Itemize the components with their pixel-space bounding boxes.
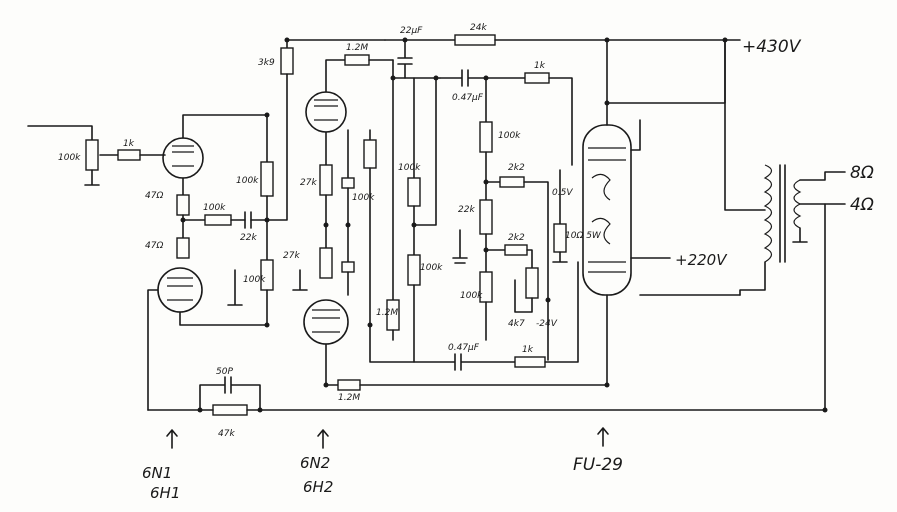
label-r-10-5w: 10Ω 5W xyxy=(565,231,602,241)
tube-6n2-lower xyxy=(292,224,606,391)
bias-network xyxy=(452,77,568,361)
label-out-4-ohm: 4Ω xyxy=(850,195,874,215)
resistor-1m2-bottom xyxy=(337,379,361,391)
resistor-100k-a xyxy=(204,214,232,226)
input-potentiometer xyxy=(85,139,99,171)
resistor-24k xyxy=(454,34,496,46)
label-r-3k9: 3k9 xyxy=(258,58,275,68)
label-r-100k-a: 100k xyxy=(203,203,226,213)
label-tube2-b: 6H2 xyxy=(303,478,333,496)
label-r-fb: 47k xyxy=(218,429,235,439)
resistor-27k-b xyxy=(319,247,333,279)
feedback-resistor xyxy=(212,404,248,416)
label-r-1m2-top: 1.2M xyxy=(346,43,368,53)
resistor-2k2-b xyxy=(504,244,528,256)
label-r-100k-c: 100k xyxy=(243,275,266,285)
plate-resistor-100k xyxy=(260,161,274,197)
resistor-1k-bottom xyxy=(514,356,546,368)
resistor-100k-e xyxy=(407,177,421,207)
label-screen-voltage: +220V xyxy=(675,251,728,269)
label-r-100k-b: 100k xyxy=(236,176,259,186)
label-r-100k-g: 100k xyxy=(498,131,521,141)
label-r-100k-e: 100k xyxy=(398,163,421,173)
resistor-3k9 xyxy=(280,47,294,75)
bypass-cap-lower xyxy=(341,261,355,273)
label-c-047-bot: 0.47μF xyxy=(448,343,480,353)
supply-rail xyxy=(369,34,741,371)
label-b-plus: +430V xyxy=(742,37,802,57)
label-r-2k2-b: 2k2 xyxy=(508,233,525,243)
label-r-100k-f: 100k xyxy=(420,263,443,273)
label-r-1m2-c: 1.2M xyxy=(376,308,398,318)
label-c-047-top: 0.47μF xyxy=(452,93,484,103)
label-tube1-a: 6N1 xyxy=(142,464,172,482)
label-tube3: FU-29 xyxy=(573,455,623,475)
label-r-24k: 24k xyxy=(470,23,487,33)
label-r-1k-top: 1k xyxy=(534,61,546,71)
label-r-22k-b: 22k xyxy=(458,205,475,215)
potentiometer-4k7 xyxy=(525,267,539,299)
cathode-resistor-2 xyxy=(176,237,190,259)
label-r-100k-h: 100k xyxy=(460,291,483,301)
label-cathode-voltage: 0.5V xyxy=(552,188,573,198)
label-r-in-pot: 100k xyxy=(58,153,81,163)
label-r-4k7: 4k7 xyxy=(508,319,525,329)
tube-6n1-lower xyxy=(147,219,269,411)
label-r-2k2-a: 2k2 xyxy=(508,163,525,173)
resistor-1m2-top xyxy=(344,54,370,66)
label-tube1-b: 6H1 xyxy=(150,484,180,502)
bypass-cap-upper xyxy=(341,177,355,189)
label-r-22k: 22k xyxy=(240,233,257,243)
grid-stopper-resistor xyxy=(117,149,141,161)
cathode-resistor-1 xyxy=(176,194,190,216)
pointer-arrows xyxy=(166,427,609,449)
label-r-k2: 47Ω xyxy=(145,241,163,251)
interstage-network xyxy=(204,39,386,326)
label-r-27k-b: 27k xyxy=(283,251,300,261)
label-r-100k-d: 100k xyxy=(352,193,375,203)
label-r-1k-bot: 1k xyxy=(522,345,534,355)
input-wiring xyxy=(27,125,166,186)
resistor-27k xyxy=(319,164,333,196)
resistor-100k-g xyxy=(479,121,493,153)
label-r-k1: 47Ω xyxy=(145,191,163,201)
label-r-27k: 27k xyxy=(300,178,317,188)
resistor-22k-b xyxy=(479,199,493,235)
label-c-fb: 50P xyxy=(216,367,233,377)
label-r-grid: 1k xyxy=(123,139,135,149)
tube-fu29 xyxy=(582,39,726,386)
resistor-1k-top xyxy=(524,72,550,84)
tube-6n2-upper xyxy=(305,54,394,326)
label-bias-voltage: -24V xyxy=(536,319,558,329)
label-out-8-ohm: 8Ω xyxy=(850,163,874,183)
label-tube2-a: 6N2 xyxy=(300,454,330,472)
junction-dots xyxy=(180,37,828,413)
resistor-100k-f xyxy=(407,254,421,286)
label-r-1m2-bot: 1.2M xyxy=(338,393,360,403)
resistor-100k-c xyxy=(363,139,377,169)
label-c-22u: 22μF xyxy=(400,26,423,36)
output-transformer xyxy=(639,39,846,296)
resistor-2k2-a xyxy=(499,176,525,188)
